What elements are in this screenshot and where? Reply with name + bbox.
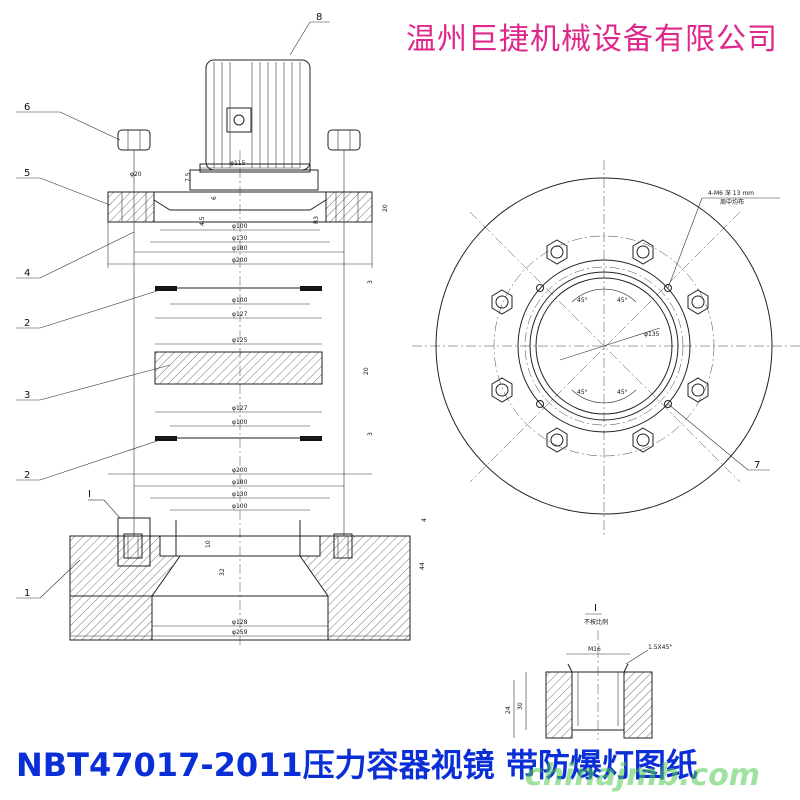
dim-h6: 6: [211, 196, 218, 200]
part-label-1: 1: [24, 588, 30, 599]
detail-chamfer: 1.5X45°: [648, 644, 672, 651]
dim-d20: φ20: [130, 171, 142, 178]
dim-h75: 7.5: [185, 172, 192, 182]
upper-dimensions: φ115 φ20 φ100 φ130 φ180 φ200 20 7.5 6 4.…: [108, 160, 389, 265]
dim-h3a: 3: [367, 280, 374, 284]
dim-pcd135: φ135: [644, 331, 660, 338]
detail-m16: M16: [588, 646, 601, 653]
part-leaders: 6 5 4 2 3 2 1 8 I: [16, 12, 330, 599]
dim-h10: 10: [205, 540, 212, 548]
bolt-right: [327, 129, 361, 190]
dim-d180b: φ180: [232, 479, 248, 486]
gasket-lower: φ127 φ100 3: [155, 405, 374, 441]
dim-h44: 44: [419, 562, 426, 570]
part-label-2b: 2: [24, 470, 30, 481]
dim-d100d: φ100: [232, 503, 248, 510]
dim-h20b: 20: [363, 367, 370, 375]
dim-d100a: φ100: [232, 223, 248, 230]
drawing-title: NBT47017-2011压力容器视镜 带防爆灯图纸: [16, 746, 698, 784]
dim-d115: φ115: [230, 160, 246, 167]
dim-d100c: φ100: [232, 419, 248, 426]
angle-45-bottom-right: 45°: [617, 389, 628, 396]
company-name: 温州巨捷机械设备有限公司: [406, 22, 778, 57]
dim-h4: 4: [421, 518, 428, 522]
dim-h20a: 20: [382, 204, 389, 212]
gasket-upper: φ100 φ127 3: [155, 280, 374, 319]
dim-d200b: φ200: [232, 467, 248, 474]
dim-d127b: φ127: [232, 405, 248, 412]
part-label-8: 8: [316, 12, 322, 23]
dim-h32: 32: [219, 568, 226, 576]
base-dimensions: φ200 φ180 φ130 φ100: [108, 467, 372, 511]
angle-45-top-left: 45°: [577, 297, 588, 304]
dim-h3b: 3: [367, 432, 374, 436]
dim-h45: 4.5: [199, 216, 206, 226]
part-label-6: 6: [24, 102, 30, 113]
part-label-5: 5: [24, 168, 30, 179]
bolt-note: 4-M6 深 13 mm: [708, 189, 754, 197]
angle-45-bottom-left: 45°: [577, 389, 588, 396]
detail-subtitle: 不按比例: [584, 618, 608, 626]
angle-45-top-right: 45°: [617, 297, 628, 304]
sight-glass: φ125 20: [154, 337, 370, 385]
dim-d200a: φ200: [232, 257, 248, 264]
bolt-left: [117, 129, 151, 190]
detail-h24: 24: [505, 706, 512, 714]
dim-d128: φ128: [232, 619, 248, 626]
explosion-proof-lamp: [189, 59, 319, 191]
dim-d127a: φ127: [232, 311, 248, 318]
dim-d100b: φ100: [232, 297, 248, 304]
part-label-3: 3: [24, 390, 30, 401]
detail-label-i: I: [88, 489, 91, 500]
part-label-4: 4: [24, 268, 30, 279]
dim-d125: φ125: [232, 337, 248, 344]
plan-view: 45° 45° 45° 45° φ135 4-M6 深 13 mm 周中均布 7: [412, 160, 800, 535]
dim-r3: R3: [313, 216, 320, 224]
bolt-note-2: 周中均布: [720, 198, 744, 206]
base-body: φ128 φ259 44 32 10 4: [69, 517, 428, 641]
dim-d180a: φ180: [232, 245, 248, 252]
detail-title: I: [594, 603, 597, 614]
dim-d130b: φ130: [232, 491, 248, 498]
detail-h30: 30: [517, 702, 524, 710]
part-label-7: 7: [754, 460, 760, 471]
part-label-2a: 2: [24, 318, 30, 329]
dim-d130a: φ130: [232, 235, 248, 242]
dim-d259: φ259: [232, 629, 248, 636]
detail-view-i: I 不按比例 M16 1.5X45° 30 24: [505, 603, 672, 740]
cover-flange: [107, 191, 373, 223]
watermark: chinajmb.com: [524, 758, 760, 793]
